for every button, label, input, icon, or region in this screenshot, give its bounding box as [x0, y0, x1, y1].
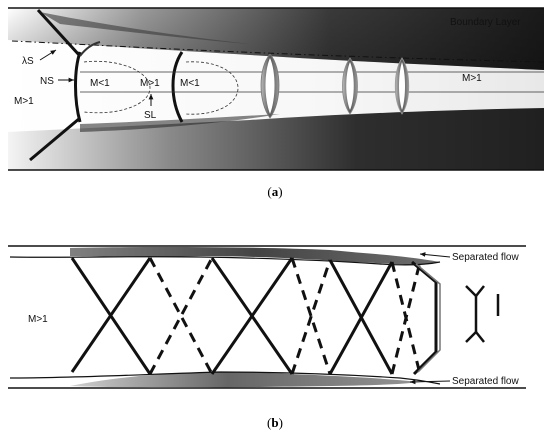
separated-flow-edge-top	[9, 256, 441, 266]
caption-a: (a)	[267, 184, 282, 199]
shock-train-dashed	[148, 257, 422, 375]
slip-line-label: SL	[144, 110, 157, 121]
separated-flow-edge-bottom	[9, 371, 441, 385]
first-shock-upper-ext	[79, 41, 101, 57]
normal-shock-label: NS	[40, 76, 54, 87]
second-shock	[171, 51, 184, 123]
panel-a: Boundary Layer λS NS M>1 M<1 M>1 M<1 SL …	[8, 7, 545, 199]
separated-flow-label-bottom: Separated flow	[452, 376, 519, 387]
shock-train-solid	[70, 257, 394, 375]
lambda-shock-arrow	[39, 49, 57, 61]
mach-subsonic-label-2: M<1	[180, 78, 200, 89]
mach-supersonic-mid-label: M>1	[140, 78, 160, 89]
separated-flow-region-bottom	[70, 372, 420, 388]
shock-cell-4	[342, 57, 358, 115]
lambda-shock-label: λS	[22, 56, 34, 67]
separated-flow-label-top: Separated flow	[452, 252, 519, 263]
lambda-shock-lower-leg	[29, 116, 81, 162]
separated-flow-arrow-bottom	[409, 379, 451, 385]
terminal-shock	[411, 260, 438, 376]
shock-cell-3	[260, 53, 280, 119]
mach-inlet-label-b: M>1	[28, 314, 48, 325]
separated-flow-region-top	[70, 246, 440, 265]
subsonic-region-2	[185, 61, 239, 115]
normal-shock	[74, 51, 82, 123]
downstream-shock-symbol	[465, 285, 500, 343]
mach-inlet-label-a: M>1	[14, 96, 34, 107]
mach-subsonic-label-1: M<1	[90, 78, 110, 89]
mach-outlet-label-a: M>1	[462, 73, 482, 84]
panel-b: Separated flow Separated flow M>1 (b)	[8, 245, 526, 430]
lambda-shock-upper-leg	[36, 8, 82, 58]
boundary-layer-label: Boundary Layer	[450, 17, 521, 28]
lower-separation-blob	[80, 114, 280, 132]
terminal-shock-shadow	[415, 263, 441, 373]
separated-flow-arrow-top	[419, 252, 451, 258]
boundary-layer-edge	[11, 40, 545, 63]
panel-a-bottom-wall	[8, 108, 544, 170]
shock-cell-5	[394, 57, 410, 115]
caption-b: (b)	[267, 415, 283, 430]
subsonic-region-1	[83, 60, 151, 114]
